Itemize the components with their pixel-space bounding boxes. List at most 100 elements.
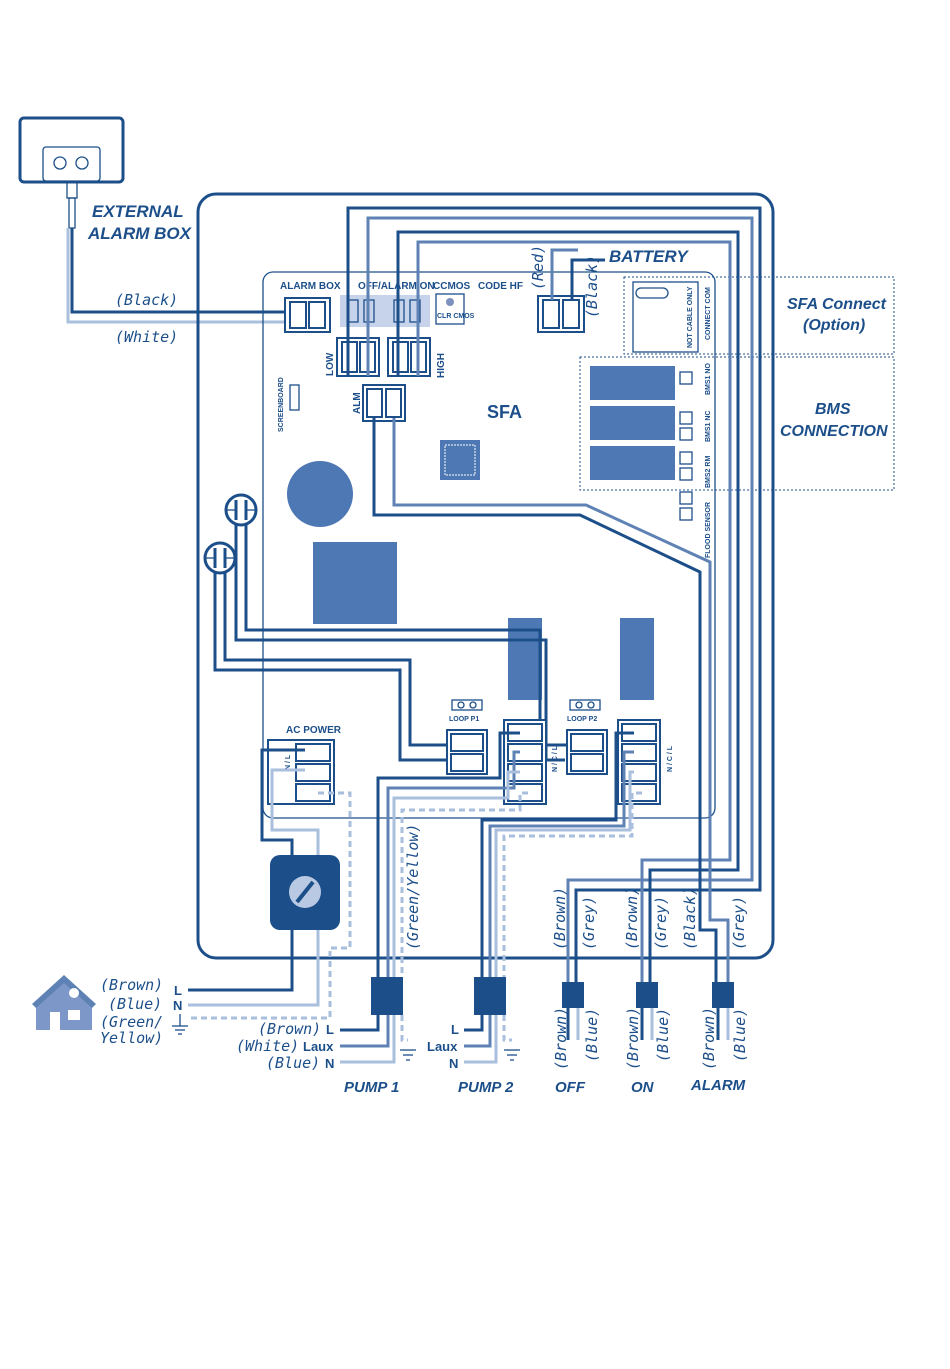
transformer (313, 542, 397, 624)
on-out-brown-label: (Brown) (624, 1007, 642, 1070)
mains-blue-label: (Blue) (108, 995, 162, 1013)
green-yellow-label: (Green/Yellow) (404, 824, 422, 950)
pump2-gland (474, 977, 506, 1015)
pump1-gland (371, 977, 403, 1015)
flood-sensor-label: FLOOD SENSOR (705, 502, 712, 558)
mains-yellow-label: Yellow) (100, 1029, 163, 1047)
alarm-label: ALARM (690, 1077, 746, 1094)
low-label: LOW (325, 352, 336, 376)
off-grey-label: (Grey) (580, 896, 598, 950)
screenboard-label: SCREENBOARD (278, 377, 285, 432)
off-label: OFF (555, 1079, 586, 1096)
battery-black-label: (Black) (583, 255, 601, 318)
pump1-n-label: N (325, 1056, 334, 1071)
buzzer (287, 461, 353, 527)
on-brown-label: (Brown) (623, 887, 641, 950)
ccmos-header: CCMOS (433, 281, 471, 292)
on-label: ON (631, 1079, 655, 1096)
loop-p1-label: LOOP P1 (449, 716, 479, 723)
pump2-ncl-label: N / C / L (667, 745, 674, 772)
pump1-laux-label: Laux (303, 1039, 334, 1054)
alm-label: ALM (352, 392, 363, 414)
alarm-out-brown-label: (Brown) (700, 1007, 718, 1070)
bms1-nc-relay (590, 406, 675, 440)
pump2-label: PUMP 2 (458, 1079, 514, 1096)
alarm-box-white-wire (66, 228, 320, 324)
battery-red-wire (550, 248, 578, 300)
pump1-label: PUMP 1 (344, 1079, 399, 1096)
on-gland (636, 982, 658, 1008)
off-brown-label: (Brown) (551, 887, 569, 950)
board-brand: SFA (487, 402, 522, 422)
mains-brown-label: (Brown) (100, 976, 163, 994)
sfa-connect-label-2: (Option) (803, 317, 865, 334)
code-hf-header: CODE HF (478, 281, 523, 292)
off-out-brown-label: (Brown) (552, 1007, 570, 1070)
alarm-box-black-wire (70, 228, 300, 314)
black-wire-label: (Black) (115, 291, 178, 309)
bms-label-1: BMS (815, 401, 851, 418)
external-alarm-box-device (18, 116, 125, 229)
bms-label-2: CONNECTION (780, 423, 888, 440)
pcb-board (262, 271, 716, 819)
microcontroller-chip (440, 440, 480, 480)
ac-power-nl-label: N / L (285, 754, 292, 770)
pump1-l-label: L (326, 1022, 334, 1037)
float1-wire-a (234, 525, 565, 762)
off-out-blue-label: (Blue) (583, 1008, 601, 1062)
pump1-relay (508, 618, 542, 700)
on-brown-wire (396, 230, 740, 982)
sfa-connect-module (632, 281, 699, 353)
mains-brown-wire (188, 930, 294, 992)
bms1-nc-label: BMS1 NC (705, 410, 712, 442)
pump2-n-label: N (449, 1056, 458, 1071)
alarm-gland (712, 982, 734, 1008)
house-icon (32, 975, 96, 1030)
off-alarm-on-header: OFF/ALARM/ON (358, 281, 435, 292)
float-capacitor-1 (224, 493, 258, 527)
pump1-brown-label: (Brown) (258, 1020, 321, 1038)
external-alarm-box-label-2: ALARM BOX (87, 224, 193, 243)
float2-wire-b (223, 573, 455, 747)
screenboard-port (289, 384, 300, 411)
pump1-white-label: (White) (236, 1037, 299, 1055)
mains-n-label: N (173, 998, 182, 1013)
alarm-grey-label: (Grey) (730, 896, 748, 950)
on-grey-label: (Grey) (652, 896, 670, 950)
white-wire-label: (White) (115, 328, 178, 346)
pump2-l-label: L (451, 1022, 459, 1037)
ac-power-label: AC POWER (286, 725, 342, 736)
mains-earth-icon (172, 1014, 188, 1035)
bms2-rm-relay (590, 446, 675, 480)
on-out-blue-label: (Blue) (654, 1008, 672, 1062)
mains-l-label: L (174, 983, 182, 998)
connect-com-label: CONNECT COM (705, 287, 712, 340)
alarm-box-header: ALARM BOX (280, 281, 341, 292)
ccmos-jumper (435, 293, 465, 325)
external-alarm-box-label-1: EXTERNAL (92, 202, 184, 221)
main-switch (270, 855, 340, 930)
mains-green-label: (Green/ (100, 1013, 163, 1031)
bms1-no-relay (590, 366, 675, 400)
mains-blue-wire (188, 930, 320, 1007)
pump1-blue-label: (Blue) (266, 1054, 320, 1072)
off-gland (562, 982, 584, 1008)
not-cable-only-label: NOT CABLE ONLY (687, 286, 694, 348)
pump2-relay (620, 618, 654, 700)
float-capacitor-2 (203, 541, 237, 575)
alarm-black-wire (372, 418, 718, 982)
enclosure (196, 192, 775, 960)
off-brown-wire (346, 206, 762, 982)
bms2-rm-label: BMS2 RM (705, 456, 712, 488)
battery-red-label: (Red) (529, 245, 547, 290)
loop-p2-label: LOOP P2 (567, 716, 597, 723)
pump2-laux-label: Laux (427, 1039, 458, 1054)
bms1-no-label: BMS1 NO (705, 363, 712, 395)
alarm-black-label: (Black) (681, 887, 699, 950)
sfa-connect-label-1: SFA Connect (787, 296, 887, 313)
battery-label: BATTERY (609, 247, 689, 266)
pump1-ncl-label: N / C / L (552, 745, 559, 772)
float2-wire-a (213, 573, 450, 762)
battery-black-wire (570, 258, 605, 300)
